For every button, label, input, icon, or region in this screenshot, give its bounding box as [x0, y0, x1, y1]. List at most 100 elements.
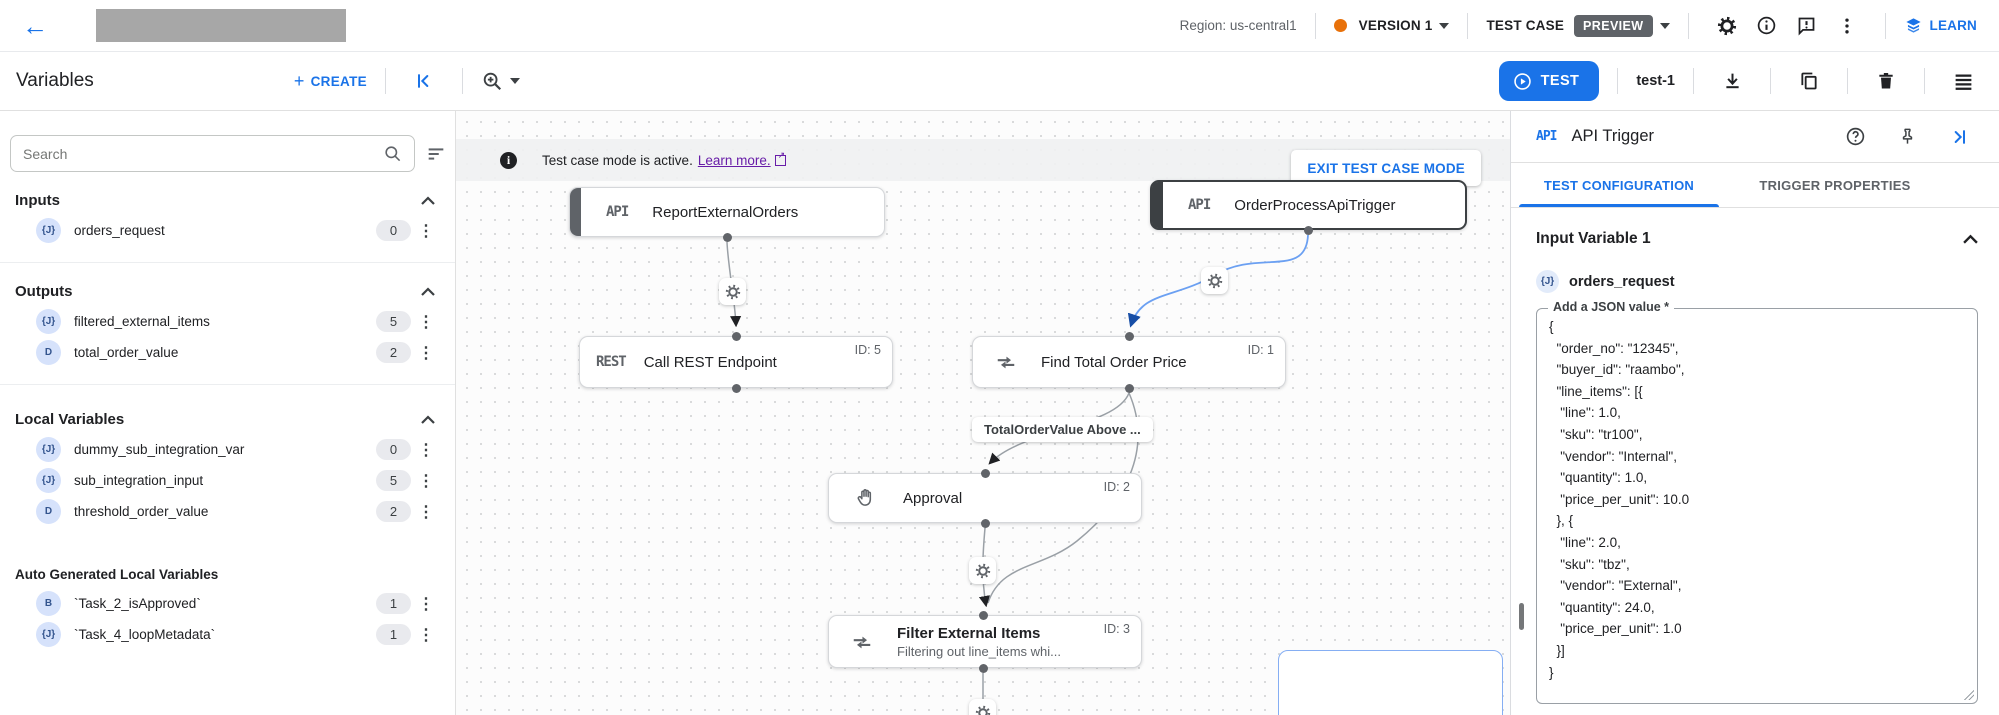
api-trigger-config-panel: API API Trigger TEST CONFIGURATION TRI — [1510, 111, 1999, 715]
connector-dot — [732, 332, 741, 341]
duplicate-icon[interactable] — [1789, 61, 1829, 101]
back-arrow-icon[interactable]: ← — [22, 10, 48, 41]
version-dropdown[interactable]: VERSION 1 — [1358, 18, 1433, 33]
variable-name: orders_request — [1569, 273, 1675, 290]
pin-icon[interactable] — [1887, 117, 1927, 157]
delete-trash-icon[interactable] — [1866, 61, 1906, 101]
section-title: Input Variable 1 — [1536, 230, 1651, 247]
node-find-total-order-price[interactable]: Find Total Order Price ID: 1 — [972, 336, 1286, 388]
create-variable-button[interactable]: + CREATE — [294, 71, 367, 92]
group-label: Inputs — [15, 192, 60, 209]
node-filter-external-items[interactable]: Filter External Items Filtering out line… — [828, 615, 1142, 668]
settings-gear-icon[interactable] — [1707, 6, 1747, 46]
download-icon[interactable] — [1712, 61, 1752, 101]
variable-name: `Task_4_loopMetadata` — [74, 627, 216, 642]
collapse-sidebar-icon[interactable] — [404, 61, 444, 101]
node-call-rest-endpoint[interactable]: REST Call REST Endpoint ID: 5 — [579, 336, 893, 388]
chevron-down-icon[interactable] — [1659, 22, 1670, 29]
node-id: ID: 1 — [1247, 343, 1274, 357]
variable-name: orders_request — [74, 223, 165, 238]
kebab-menu-icon[interactable]: ⋮ — [418, 595, 434, 613]
kebab-menu-icon[interactable]: ⋮ — [418, 222, 434, 240]
json-type-badge: {J} — [36, 218, 61, 243]
kebab-menu-icon[interactable]: ⋮ — [418, 344, 434, 362]
more-options-kebab-icon[interactable] — [1827, 6, 1867, 46]
scrollbar-thumb[interactable] — [1519, 603, 1524, 630]
divider — [1687, 12, 1689, 39]
edge-gear-icon[interactable] — [969, 699, 996, 715]
resize-handle[interactable] — [1964, 690, 1974, 700]
group-header-inputs[interactable]: Inputs — [15, 186, 441, 215]
connector-dot — [979, 611, 988, 620]
node-order-process-api-trigger[interactable]: API OrderProcessApiTrigger — [1150, 180, 1467, 230]
chevron-down-icon[interactable] — [1439, 22, 1450, 29]
kebab-menu-icon[interactable]: ⋮ — [418, 626, 434, 644]
node-subtitle: Filtering out line_items whi... — [897, 643, 1062, 659]
kebab-menu-icon[interactable]: ⋮ — [418, 441, 434, 459]
node-approval[interactable]: Approval ID: 2 — [828, 473, 1142, 523]
sort-filter-icon[interactable] — [425, 143, 447, 165]
divider — [1884, 12, 1886, 39]
kebab-menu-icon[interactable]: ⋮ — [418, 472, 434, 490]
panel-collapse-icon[interactable] — [1939, 117, 1979, 157]
learn-more-link[interactable]: Learn more. — [697, 152, 771, 168]
log-list-icon[interactable] — [1943, 61, 1983, 101]
tab-test-configuration[interactable]: TEST CONFIGURATION — [1511, 163, 1727, 207]
connector-dot — [981, 469, 990, 478]
variable-row[interactable]: {J} orders_request 0 ⋮ — [15, 215, 441, 246]
variable-name: filtered_external_items — [74, 314, 210, 329]
node-title: Call REST Endpoint — [643, 353, 777, 371]
edge-condition-label[interactable]: TotalOrderValue Above ... — [972, 417, 1153, 442]
node-type-label: REST — [596, 354, 627, 370]
test-button[interactable]: TEST — [1498, 61, 1600, 101]
group-auto-generated: Auto Generated Local Variables B `Task_2… — [0, 543, 455, 666]
tab-trigger-properties[interactable]: TRIGGER PROPERTIES — [1759, 177, 1911, 193]
learn-button[interactable]: LEARN — [1904, 16, 1978, 35]
edge-gear-icon[interactable] — [969, 557, 996, 584]
json-type-badge: {J} — [36, 437, 61, 462]
version-status-dot — [1333, 19, 1347, 32]
info-icon[interactable] — [1747, 6, 1787, 46]
connector-dot — [1125, 384, 1134, 393]
feedback-icon[interactable] — [1787, 6, 1827, 46]
edge-gear-icon[interactable] — [1201, 267, 1228, 294]
data-mapping-icon — [853, 636, 871, 648]
empty-selection-box[interactable] — [1278, 650, 1503, 715]
edge-gear-icon[interactable] — [719, 278, 746, 305]
usage-count-badge: 5 — [376, 311, 411, 332]
usage-count-badge: 2 — [376, 342, 411, 363]
kebab-menu-icon[interactable]: ⋮ — [418, 313, 434, 331]
search-input[interactable] — [23, 145, 383, 162]
banner-text: Test case mode is active. — [542, 152, 693, 168]
json-value-textarea[interactable]: { "order_no": "12345", "buyer_id": "raam… — [1549, 319, 1690, 680]
help-icon[interactable] — [1835, 117, 1875, 157]
group-header-outputs[interactable]: Outputs — [15, 277, 441, 306]
trigger-accent-bar — [570, 188, 581, 236]
variable-row[interactable]: D threshold_order_value 2 ⋮ — [15, 496, 441, 527]
chevron-down-icon — [510, 78, 521, 84]
node-report-external-orders[interactable]: API ReportExternalOrders — [569, 187, 885, 237]
variable-row[interactable]: D total_order_value 2 ⋮ — [15, 337, 441, 368]
group-header-local-variables[interactable]: Local Variables — [15, 405, 441, 434]
group-label: Local Variables — [15, 411, 125, 428]
preview-badge[interactable]: PREVIEW — [1574, 14, 1653, 37]
zoom-control[interactable] — [481, 61, 521, 101]
zoom-in-icon — [484, 72, 502, 91]
variable-row[interactable]: {J} filtered_external_items 5 ⋮ — [15, 306, 441, 337]
integration-canvas[interactable]: i Test case mode is active. Learn more. … — [456, 111, 1510, 715]
test-case-name: test-1 — [1636, 73, 1675, 89]
variable-row[interactable]: {J} sub_integration_input 5 ⋮ — [15, 465, 441, 496]
variable-row[interactable]: {J} `Task_4_loopMetadata` 1 ⋮ — [15, 619, 441, 650]
variable-row[interactable]: {J} dummy_sub_integration_var 0 ⋮ — [15, 434, 441, 465]
variable-name: threshold_order_value — [74, 504, 209, 519]
usage-count-badge: 1 — [376, 593, 411, 614]
play-circle-icon — [1513, 72, 1531, 90]
kebab-menu-icon[interactable]: ⋮ — [418, 503, 434, 521]
group-inputs: Inputs {J} orders_request 0 ⋮ — [0, 172, 455, 263]
variables-sidebar: Inputs {J} orders_request 0 ⋮ Outputs {J… — [0, 111, 456, 715]
variable-row[interactable]: B `Task_2_isApproved` 1 ⋮ — [15, 588, 441, 619]
connector-dot — [1125, 332, 1134, 341]
input-variable-section-header[interactable]: Input Variable 1 — [1536, 230, 1978, 248]
json-value-field: Add a JSON value * { "order_no": "12345"… — [1536, 300, 1978, 704]
approval-hand-icon — [857, 489, 872, 506]
